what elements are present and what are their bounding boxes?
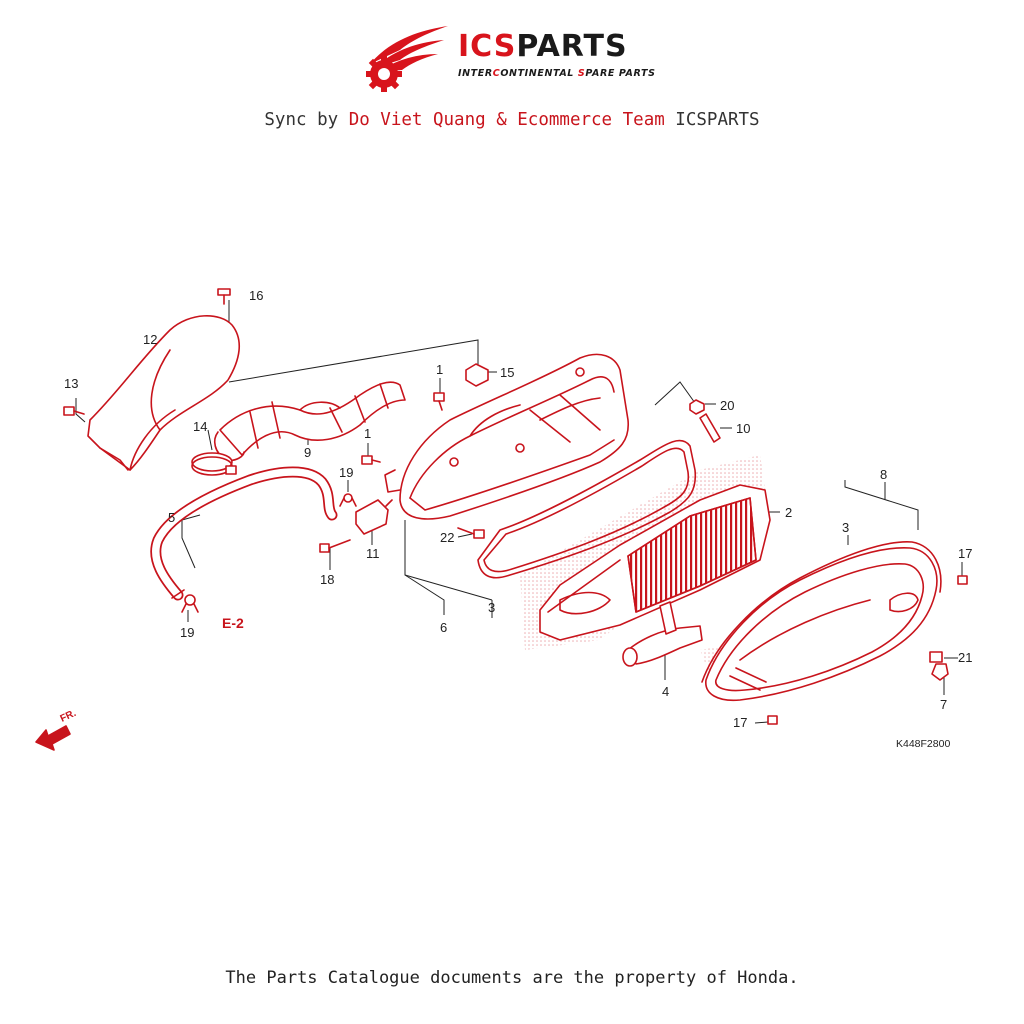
brand-name: ICSPARTS (458, 29, 628, 64)
part-label: 15 (500, 365, 514, 380)
part-label: 13 (64, 376, 78, 391)
part-label: 6 (440, 620, 447, 635)
part-label: 19 (339, 465, 353, 480)
part-label: 4 (662, 684, 669, 699)
part-label: 5 (168, 510, 175, 525)
part-label: 19 (180, 625, 194, 640)
part-1-screw (361, 455, 381, 465)
part-11-sensor (355, 499, 393, 535)
part-8-cover (705, 547, 938, 702)
part-label: 10 (736, 421, 750, 436)
part-label: 2 (785, 505, 792, 520)
part-18-bolt (319, 539, 351, 553)
part-3-gasket (477, 439, 697, 579)
part-label: 17 (733, 715, 747, 730)
part-1-screw (433, 392, 445, 411)
part-9-intake-duct (213, 381, 406, 462)
part-label: 16 (249, 288, 263, 303)
part-17-screw (767, 715, 778, 725)
part-5-hose (150, 466, 338, 601)
part-label: 14 (193, 419, 207, 434)
part-label: 3 (488, 600, 495, 615)
part-21-clip (929, 651, 943, 663)
part-label: 17 (958, 546, 972, 561)
part-label: 20 (720, 398, 734, 413)
part-19-clip (339, 493, 357, 507)
wing-gear-icon (366, 26, 448, 92)
part-label: 1 (364, 426, 371, 441)
part-13-screw (63, 406, 85, 416)
part-4-tube (622, 601, 703, 667)
drawing-code: K448F2800 (896, 738, 950, 750)
part-label: 9 (304, 445, 311, 460)
brand-tagline: INTERCONTINENTAL SPARE PARTS (458, 68, 656, 79)
copyright-footer: The Parts Catalogue documents are the pr… (225, 968, 799, 988)
part-label: 7 (940, 697, 947, 712)
part-10-pin (699, 413, 721, 443)
leader-lines (75, 300, 963, 724)
part-14-clamp (191, 452, 237, 476)
part-17-screw (957, 575, 968, 585)
part-12-duct-cover (87, 315, 240, 471)
icsparts-logo: ICSPARTS INTERCONTINENTAL SPARE PARTS (360, 22, 670, 92)
part-16-screw (217, 288, 231, 305)
credit-line: Sync by Do Viet Quang & Ecommerce Team I… (264, 110, 760, 130)
front-direction-arrow (35, 725, 71, 751)
part-22-bolt (457, 527, 485, 539)
credit-highlight: Do Viet Quang & Ecommerce Team (348, 110, 665, 130)
part-3-gasket (701, 541, 942, 683)
part-label: 12 (143, 332, 157, 347)
reference-label-e2: E-2 (222, 615, 244, 631)
part-label: 22 (440, 530, 454, 545)
part-6-air-cleaner-case (384, 353, 629, 520)
part-label: 11 (366, 546, 380, 561)
part-label: 21 (958, 650, 972, 665)
front-direction-label: FR. (59, 708, 78, 725)
part-label: 3 (842, 520, 849, 535)
part-2-filter-element (539, 484, 771, 641)
part-20-nut (689, 399, 705, 415)
part-label: 18 (320, 572, 334, 587)
part-15-nut (465, 363, 489, 387)
part-7-plug (931, 663, 949, 681)
part-19-clip (181, 594, 199, 613)
part-label: 1 (436, 362, 443, 377)
part-label: 8 (880, 467, 887, 482)
